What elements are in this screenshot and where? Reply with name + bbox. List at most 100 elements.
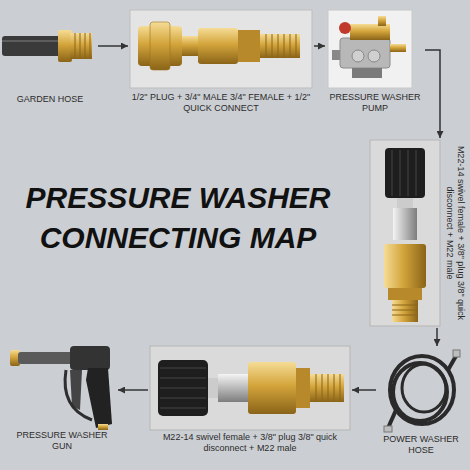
vertical-adapter-picture-part — [392, 315, 418, 316]
garden-hose-picture-part — [85, 33, 86, 59]
diagram-title: PRESSURE WASHER CONNECTING MAP — [8, 178, 348, 258]
horizontal-adapter-picture-part — [160, 368, 206, 369]
horizontal-adapter-picture-part — [334, 374, 335, 402]
picture-space — [376, 346, 466, 434]
flow-arrow — [314, 45, 325, 47]
quick-connect-set-picture-part — [182, 36, 198, 56]
flow-arrow — [98, 45, 128, 47]
hose-coil-picture-part — [448, 356, 456, 370]
hose-coil-picture-part — [384, 426, 392, 432]
garden-hose-picture-part — [80, 33, 81, 59]
vertical-adapter-picture-part — [397, 198, 413, 208]
garden-hose-picture-part — [75, 33, 76, 59]
pump-picture-part — [328, 10, 412, 88]
horizontal-adapter-picture-part — [158, 360, 208, 416]
horizontal-adapter-picture-part — [208, 378, 218, 398]
horizontal-adapter-picture-part — [328, 374, 329, 402]
title-block: PRESSURE WASHER CONNECTING MAP — [8, 178, 348, 258]
vertical-adapter-picture-part — [408, 150, 409, 196]
vertical-adapter-picture-part — [384, 244, 426, 288]
quick-connect-set-picture-part — [198, 28, 238, 64]
picture-space — [128, 8, 314, 92]
component-node: 1/2" PLUG + 3/4" MALE 3/4" FEMALE + 1/2"… — [128, 8, 314, 114]
quick-connect-set-picture — [130, 10, 312, 88]
flow-arrow — [352, 389, 376, 391]
component-label: GARDEN HOSE — [2, 94, 98, 105]
component-node: M22-14 swivel female + 3/8" plug 3/8" qu… — [368, 138, 466, 328]
hose-coil-picture-part — [388, 410, 396, 428]
horizontal-adapter-picture-part — [160, 388, 206, 389]
quick-connect-set-picture-part — [266, 34, 267, 58]
component-label: 1/2" PLUG + 3/4" MALE 3/4" FEMALE + 1/2"… — [128, 92, 314, 114]
horizontal-adapter-picture-part — [218, 374, 248, 402]
component-node: GARDEN HOSE — [2, 14, 98, 105]
vertical-adapter-picture-part — [400, 150, 401, 196]
flow-arrow — [425, 50, 440, 138]
garden-hose-picture-part — [70, 33, 92, 59]
horizontal-adapter-picture-part — [160, 408, 206, 409]
hose-coil-picture-part — [453, 350, 460, 357]
flow-arrow — [436, 328, 438, 346]
flow-arrow — [118, 389, 148, 391]
pump-picture-part — [350, 24, 390, 40]
pump-picture — [328, 10, 412, 88]
quick-connect-set-picture-part — [238, 30, 260, 62]
quick-connect-set-picture-part — [130, 10, 312, 88]
horizontal-adapter-picture-part — [160, 398, 206, 399]
quick-connect-set-picture-part — [260, 34, 300, 58]
horizontal-adapter-picture-part — [296, 368, 310, 408]
vertical-adapter-picture-part — [392, 305, 418, 306]
garden-hose-picture-part — [2, 36, 62, 56]
vertical-adapter-picture-part — [416, 150, 417, 196]
hose-coil-picture — [384, 350, 460, 432]
component-label: POWER WASHER HOSE — [376, 434, 466, 456]
pump-picture-part — [339, 22, 351, 34]
garden-hose-picture-part — [90, 33, 91, 59]
garden-hose-picture-part — [2, 40, 60, 42]
quick-connect-set-picture-part — [284, 34, 285, 58]
hose-coil-picture-part — [393, 363, 447, 421]
horizontal-adapter-picture-part — [316, 374, 317, 402]
pump-picture-part — [390, 44, 406, 52]
picture-space — [2, 14, 98, 94]
hose-coil-picture-part — [390, 356, 454, 424]
pump-picture-part — [378, 16, 386, 26]
horizontal-adapter-picture — [150, 346, 350, 430]
spray-gun-picture-part — [70, 346, 110, 370]
vertical-adapter-picture-part — [393, 208, 417, 240]
picture-space — [6, 340, 118, 430]
quick-connect-set-picture-part — [150, 22, 170, 70]
component-node: PRESSURE WASHER PUMP — [325, 8, 425, 114]
spray-gun-picture-part — [18, 352, 74, 364]
hose-coil-picture-part — [402, 364, 446, 412]
garden-hose-picture — [2, 30, 92, 62]
horizontal-adapter-picture-part — [340, 374, 341, 402]
component-node: M22-14 swivel female + 3/8" plug 3/8" qu… — [148, 344, 352, 454]
vertical-adapter-picture — [370, 140, 440, 326]
vertical-adapter-picture-part — [370, 140, 440, 326]
horizontal-adapter-picture-part — [160, 378, 206, 379]
component-node: POWER WASHER HOSE — [376, 346, 466, 456]
vertical-adapter-picture-part — [385, 148, 425, 198]
component-node: PRESSURE WASHER GUN — [6, 340, 118, 452]
horizontal-adapter-picture-part — [310, 374, 344, 402]
vertical-adapter-picture-part — [392, 300, 418, 322]
pump-picture-part — [368, 50, 380, 62]
quick-connect-set-picture-part — [278, 34, 279, 58]
quick-connect-set-picture-part — [272, 34, 273, 58]
garden-hose-picture-part — [58, 30, 72, 62]
quick-connect-set-picture-part — [290, 34, 291, 58]
spray-gun-picture-part — [65, 370, 92, 420]
horizontal-adapter-picture-part — [248, 362, 296, 414]
pump-picture-part — [352, 68, 382, 78]
vertical-adapter-picture-part — [392, 310, 418, 311]
vertical-adapter-picture-part — [388, 288, 422, 300]
pump-picture-part — [340, 38, 390, 68]
component-label: M22-14 swivel female + 3/8" plug 3/8" qu… — [443, 146, 465, 321]
spray-gun-picture — [10, 346, 112, 430]
pump-picture-part — [352, 50, 364, 62]
horizontal-adapter-picture-part — [150, 346, 350, 430]
spray-gun-picture-part — [98, 424, 108, 430]
